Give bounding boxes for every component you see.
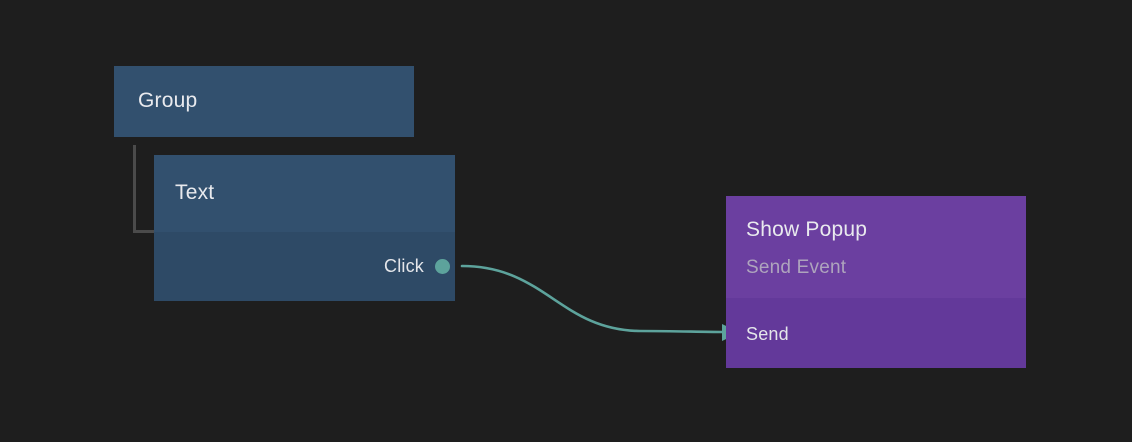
node-group-header[interactable]: Group	[114, 66, 414, 137]
input-port-send[interactable]: Send	[746, 325, 789, 343]
node-text-body[interactable]	[154, 232, 455, 301]
output-port-click-label: Click	[384, 256, 424, 276]
node-text-header[interactable]: Text	[154, 155, 455, 232]
node-group[interactable]: Group	[114, 66, 414, 137]
node-text[interactable]: Text	[154, 155, 455, 301]
node-show-popup-body[interactable]	[726, 298, 1026, 368]
node-show-popup-title: Show Popup	[746, 218, 868, 241]
port-dot-icon[interactable]	[435, 258, 450, 274]
node-show-popup[interactable]: Show Popup Send Event	[726, 196, 1026, 368]
input-port-send-label: Send	[746, 324, 789, 344]
node-show-popup-subtitle: Send Event	[746, 257, 847, 278]
output-port-click[interactable]: Click	[384, 257, 1132, 275]
node-group-title: Group	[138, 89, 198, 112]
connection-wire-click-to-send[interactable]	[460, 264, 740, 341]
node-show-popup-header[interactable]: Show Popup Send Event	[726, 196, 1026, 298]
node-text-title: Text	[175, 181, 215, 204]
